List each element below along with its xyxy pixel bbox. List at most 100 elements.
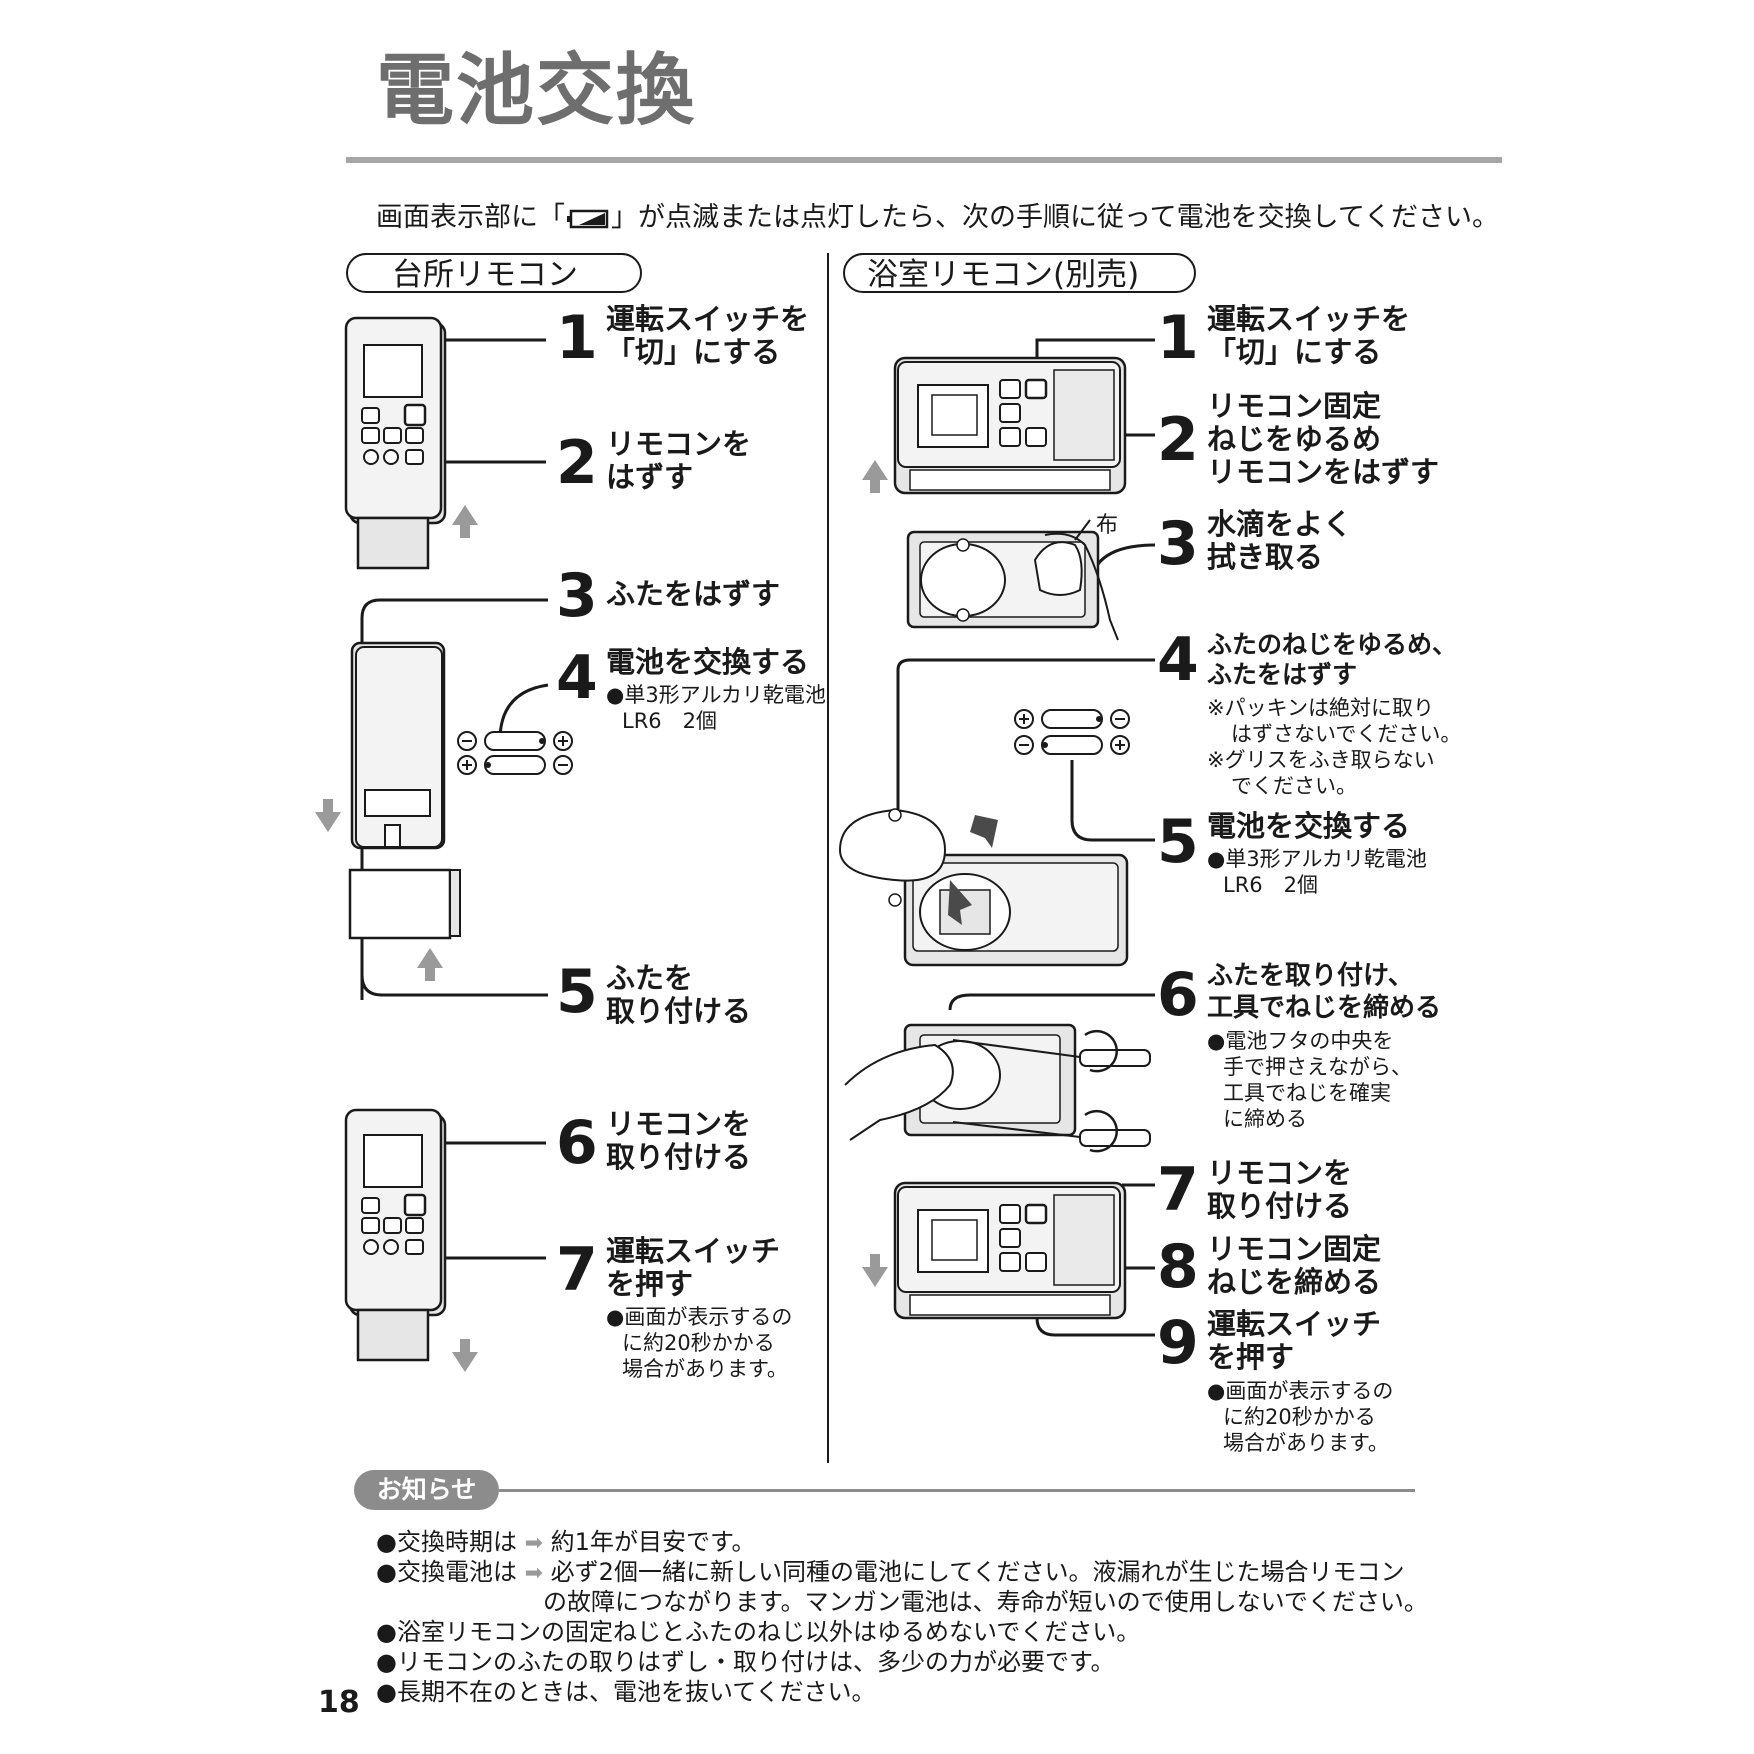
bath-step-3-text: 水滴をよく 拭き取る xyxy=(1207,508,1352,574)
bath-step-6-sub-2: 手で押さえながら、 xyxy=(1223,1055,1412,1079)
bath-step-4-notes: ※パッキンは絶対に取り はずさないでください。 ※グリスをふき取らない でくださ… xyxy=(1207,695,1461,799)
bath-step-6-sub-4: に締める xyxy=(1223,1107,1307,1131)
kitchen-step-1-line-1: 運転スイッチを xyxy=(606,302,810,336)
kitchen-step-4-number: 4 xyxy=(556,643,598,713)
bath-step-5-sub-2: LR6 2個 xyxy=(1223,873,1319,897)
kitchen-remote-figure-battery xyxy=(315,641,573,981)
bath-step-4-note-2: はずさないでください。 xyxy=(1231,722,1462,746)
page-number: 18 xyxy=(318,1685,360,1720)
kitchen-step-7-line-1: 運転スイッチ xyxy=(606,1234,781,1268)
kitchen-step-7-number: 7 xyxy=(556,1235,598,1305)
kitchen-step-7-sub-3: 場合があります。 xyxy=(622,1357,788,1381)
arrow-right-icon: ➡ xyxy=(524,1531,544,1556)
intro-after: 」が点滅または点灯したら、次の手順に従って電池を交換してください。 xyxy=(611,202,1500,233)
kitchen-step-7-sub-2: に約20秒かかる xyxy=(622,1331,775,1355)
bath-step-2-line-3: リモコンをはずす xyxy=(1207,455,1440,489)
kitchen-step-6-line-1: リモコンを xyxy=(606,1107,752,1141)
kitchen-step-2-number: 2 xyxy=(556,428,598,498)
bath-batteries-figure xyxy=(1014,709,1130,755)
notice-item-5: ●長期不在のときは、電池を抜いてください。 xyxy=(376,1678,876,1706)
kitchen-step-2-line-1: リモコンを xyxy=(606,427,752,461)
bath-step-9-sub-3: 場合があります。 xyxy=(1223,1431,1389,1455)
column-divider xyxy=(827,253,829,1463)
kitchen-remote-label: 台所リモコン xyxy=(346,253,642,293)
arrow-right-icon: ➡ xyxy=(524,1561,544,1586)
notice-item-2: ●交換電池は ➡ 必ず2個一緒に新しい同種の電池にしてください。液漏れが生じた場… xyxy=(376,1557,1405,1589)
notice-item-3: ●浴室リモコンの固定ねじとふたのねじ以外はゆるめないでください。 xyxy=(376,1618,1141,1646)
bath-remote-figure-wipe xyxy=(906,519,1119,641)
notice-label: お知らせ xyxy=(354,1470,499,1510)
bath-remote-figure-top xyxy=(862,356,1127,495)
bath-remote-figure-cover xyxy=(838,808,1129,967)
bath-step-6-line-2: 工具でねじを締める xyxy=(1207,993,1442,1023)
notice-item-1-label: ●交換時期は xyxy=(376,1528,517,1556)
bath-step-6-number: 6 xyxy=(1157,960,1199,1030)
kitchen-step-4-sub: ●単3形アルカリ乾電池 LR6 2個 xyxy=(606,682,826,734)
bath-step-7-line-2: 取り付ける xyxy=(1207,1189,1353,1223)
kitchen-step-3-number: 3 xyxy=(556,561,598,631)
kitchen-step-6-number: 6 xyxy=(556,1108,598,1178)
bath-step-9-text: 運転スイッチ を押す xyxy=(1207,1308,1381,1374)
bath-step-8-line-1: リモコン固定 xyxy=(1207,1232,1382,1266)
bath-step-6-sub: ●電池フタの中央を 手で押さえながら、 工具でねじを確実 に締める xyxy=(1207,1028,1412,1132)
bath-step-9-line-2: を押す xyxy=(1207,1340,1295,1374)
bath-step-9-sub-1: ●画面が表示するの xyxy=(1207,1379,1394,1403)
bath-step-5-number: 5 xyxy=(1157,807,1199,877)
kitchen-step-6-line-2: 取り付ける xyxy=(606,1140,752,1174)
kitchen-step-5-text: ふたを 取り付ける xyxy=(606,962,751,1028)
bath-step-4-note-1: ※パッキンは絶対に取り xyxy=(1207,696,1434,720)
kitchen-step-3-text: ふたをはずす xyxy=(606,577,781,611)
kitchen-step-1-text: 運転スイッチを 「切」にする xyxy=(606,303,809,369)
bath-step-4-text: ふたのねじをゆるめ、 ふたをはずす xyxy=(1207,630,1457,690)
bath-step-8-number: 8 xyxy=(1157,1232,1199,1302)
bath-remote-label: 浴室リモコン(別売) xyxy=(843,253,1196,293)
bath-step-7-number: 7 xyxy=(1157,1155,1199,1225)
kitchen-step-5-number: 5 xyxy=(556,957,598,1027)
bath-step-6-line-1: ふたを取り付け、 xyxy=(1207,961,1414,991)
bath-step-3-line-1: 水滴をよく xyxy=(1207,507,1353,541)
bath-step-6-sub-3: 工具でねじを確実 xyxy=(1223,1081,1391,1105)
bath-step-8-text: リモコン固定 ねじを締める xyxy=(1207,1233,1381,1299)
bath-step-4-note-3: ※グリスをふき取らない xyxy=(1207,748,1435,772)
bath-step-5-sub: ●単3形アルカリ乾電池 LR6 2個 xyxy=(1207,846,1427,898)
bath-step-9-line-1: 運転スイッチ xyxy=(1207,1307,1382,1341)
notice-rule xyxy=(499,1489,1415,1492)
kitchen-remote-figure-bottom xyxy=(344,1108,478,1372)
bath-step-1-line-1: 運転スイッチを xyxy=(1207,302,1411,336)
bath-remote-figure-bottom xyxy=(862,1181,1127,1320)
bath-step-2-line-1: リモコン固定 xyxy=(1207,389,1382,423)
kitchen-step-7-line-2: を押す xyxy=(606,1267,694,1301)
bath-step-7-text: リモコンを 取り付ける xyxy=(1207,1157,1352,1223)
kitchen-step-7-sub-1: ●画面が表示するの xyxy=(606,1305,793,1329)
kitchen-step-5-line-2: 取り付ける xyxy=(606,994,752,1028)
kitchen-step-5-line-1: ふたを xyxy=(606,961,694,995)
kitchen-step-4-text: 電池を交換する xyxy=(606,645,810,679)
bath-step-7-line-1: リモコンを xyxy=(1207,1156,1353,1190)
bath-step-3-line-2: 拭き取る xyxy=(1207,540,1324,574)
bath-step-4-note-4: でください。 xyxy=(1231,774,1357,798)
bath-step-9-number: 9 xyxy=(1157,1308,1199,1378)
bath-step-6-text: ふたを取り付け、 工具でねじを締める xyxy=(1207,960,1441,1024)
intro-before: 画面表示部に「 xyxy=(376,202,565,233)
notice-item-4: ●リモコンのふたの取りはずし・取り付けは、多少の力が必要です。 xyxy=(376,1648,1115,1676)
bath-step-4-line-2: ふたをはずす xyxy=(1207,660,1358,689)
battery-low-icon xyxy=(567,209,609,228)
intro-text: 画面表示部に「 」が点滅または点灯したら、次の手順に従って電池を交換してください。 xyxy=(376,195,1499,234)
bath-step-5-sub-1: ●単3形アルカリ乾電池 xyxy=(1207,847,1427,871)
bath-step-2-number: 2 xyxy=(1157,405,1199,475)
kitchen-step-4-sub-2: LR6 2個 xyxy=(622,709,718,733)
bath-step-2-text: リモコン固定 ねじをゆるめ リモコンをはずす xyxy=(1207,390,1439,489)
page-title: 電池交換 xyxy=(376,46,697,136)
bath-step-1-line-2: 「切」にする xyxy=(1207,335,1382,369)
bath-step-1-number: 1 xyxy=(1157,303,1199,373)
notice-item-2-continued: の故障につながります。マンガン電池は、寿命が短いので使用しないでください。 xyxy=(543,1588,1428,1616)
bath-step-4-line-1: ふたのねじをゆるめ、 xyxy=(1207,630,1458,659)
cloth-label: 布 xyxy=(1096,513,1119,538)
bath-step-9-sub: ●画面が表示するの に約20秒かかる 場合があります。 xyxy=(1207,1378,1393,1456)
kitchen-step-2-line-2: はずす xyxy=(606,460,694,494)
bath-remote-figure-screw xyxy=(844,1023,1151,1153)
notice-item-1-text: 約1年が目安です。 xyxy=(550,1528,756,1556)
notice-item-2-label: ●交換電池は xyxy=(376,1558,517,1586)
notice-item-1: ●交換時期は ➡ 約1年が目安です。 xyxy=(376,1527,756,1559)
